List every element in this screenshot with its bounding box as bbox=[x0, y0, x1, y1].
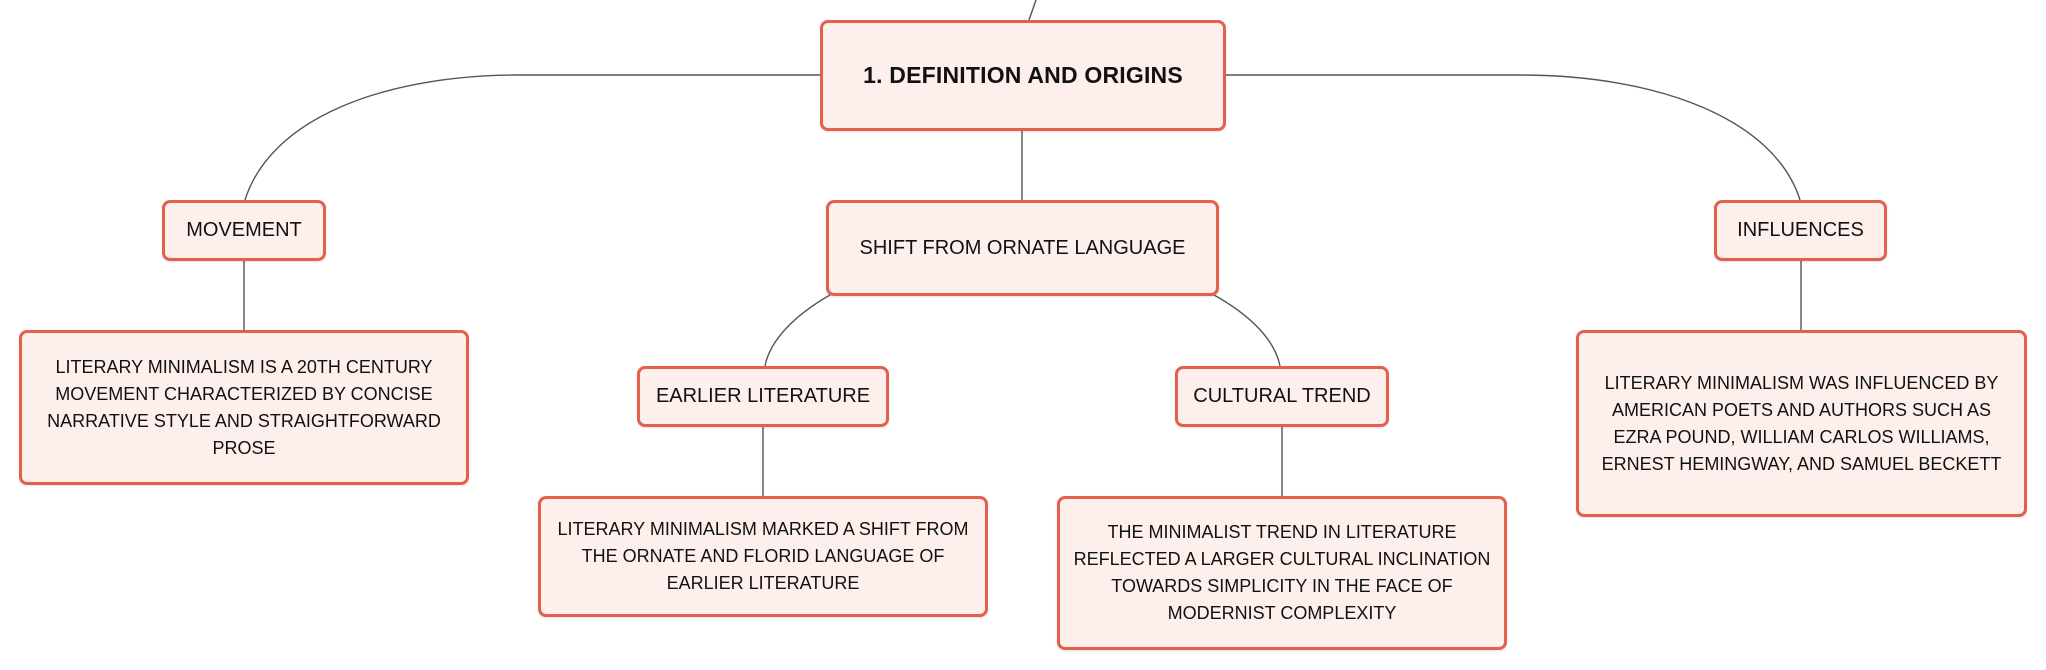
connector-parent-to-root bbox=[1028, 0, 1037, 21]
earlier-literature-detail-text: LITERARY MINIMALISM MARKED A SHIFT FROM … bbox=[557, 519, 969, 593]
earlier-literature-node[interactable]: EARLIER LITERATURE bbox=[637, 366, 889, 427]
movement-node[interactable]: MOVEMENT bbox=[162, 200, 326, 261]
cultural-trend-node[interactable]: CULTURAL TREND bbox=[1175, 366, 1389, 427]
connector-root-to-movement bbox=[244, 74, 820, 201]
movement-detail-node[interactable]: LITERARY MINIMALISM IS A 20TH CENTURY MO… bbox=[19, 330, 469, 485]
cultural-trend-label: CULTURAL TREND bbox=[1193, 385, 1371, 407]
shift-node[interactable]: SHIFT FROM ORNATE LANGUAGE bbox=[826, 200, 1219, 296]
influences-node[interactable]: INFLUENCES bbox=[1714, 200, 1887, 261]
connector-shift-to-earlier bbox=[764, 294, 831, 367]
root-node-label: 1. DEFINITION AND ORIGINS bbox=[863, 62, 1183, 88]
earlier-literature-label: EARLIER LITERATURE bbox=[655, 385, 871, 407]
connector-root-to-influences bbox=[1226, 74, 1801, 201]
movement-node-label: MOVEMENT bbox=[186, 219, 302, 241]
shift-node-label: SHIFT FROM ORNATE LANGUAGE bbox=[859, 236, 1186, 259]
influences-detail-node[interactable]: LITERARY MINIMALISM WAS INFLUENCED BY AM… bbox=[1576, 330, 2027, 517]
root-node[interactable]: 1. DEFINITION AND ORIGINS bbox=[820, 20, 1226, 131]
movement-detail-text: LITERARY MINIMALISM IS A 20TH CENTURY MO… bbox=[47, 356, 441, 458]
earlier-literature-detail-node[interactable]: LITERARY MINIMALISM MARKED A SHIFT FROM … bbox=[538, 496, 988, 617]
cultural-trend-detail-text: THE MINIMALIST TREND IN LITERATURE REFLE… bbox=[1073, 522, 1491, 623]
connector-shift-to-cultural bbox=[1213, 294, 1281, 367]
influences-node-label: INFLUENCES bbox=[1737, 219, 1864, 241]
cultural-trend-detail-node[interactable]: THE MINIMALIST TREND IN LITERATURE REFLE… bbox=[1057, 496, 1507, 650]
influences-detail-text: LITERARY MINIMALISM WAS INFLUENCED BY AM… bbox=[1601, 372, 2002, 474]
